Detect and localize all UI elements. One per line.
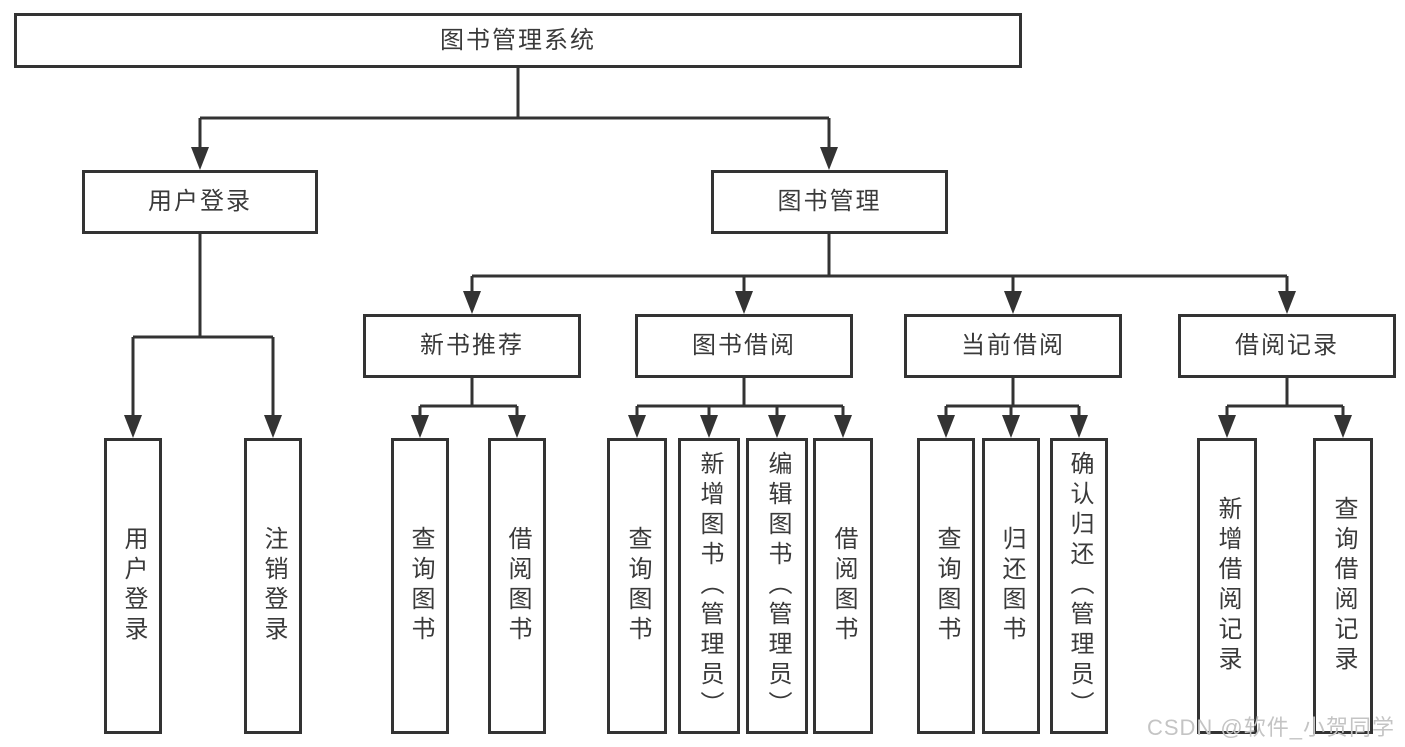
leaf-edit-books-admin: 编辑图书（管理员） <box>746 438 808 734</box>
node-current-borrowing: 当前借阅 <box>904 314 1122 378</box>
node-book-management: 图书管理 <box>711 170 948 234</box>
node-label: 用户登录 <box>148 188 252 215</box>
leaf-confirm-return-admin: 确认归还（管理员） <box>1050 438 1108 734</box>
node-label: 借阅图书 <box>504 526 531 646</box>
node-book-borrowing: 图书借阅 <box>635 314 853 378</box>
csdn-watermark: CSDN @软件_小贺同学 <box>1146 715 1395 740</box>
node-label: 查询图书 <box>933 526 960 646</box>
leaf-query-books-under-current: 查询图书 <box>917 438 975 734</box>
node-label: 图书管理 <box>777 188 882 215</box>
node-label: 图书借阅 <box>692 332 796 359</box>
leaf-query-books-under-recommendation: 查询图书 <box>391 438 449 734</box>
arrowheads <box>124 147 1352 438</box>
leaf-query-borrowing-record: 查询借阅记录 <box>1313 438 1373 734</box>
node-label: 查询图书 <box>624 526 651 646</box>
node-label: 新增借阅记录 <box>1214 496 1241 676</box>
leaf-add-borrowing-record: 新增借阅记录 <box>1197 438 1257 734</box>
leaf-user-login: 用户登录 <box>104 438 162 734</box>
leaf-query-books-under-borrowing: 查询图书 <box>607 438 667 734</box>
node-label: 当前借阅 <box>961 332 1065 359</box>
node-new-book-recommendation: 新书推荐 <box>363 314 581 378</box>
node-label: 归还图书 <box>998 526 1025 646</box>
leaf-borrow-books-under-recommendation: 借阅图书 <box>488 438 546 734</box>
leaf-borrow-books-under-borrowing: 借阅图书 <box>813 438 873 734</box>
node-label: 新书推荐 <box>420 332 524 359</box>
node-label: 借阅记录 <box>1235 332 1339 359</box>
leaf-return-books: 归还图书 <box>982 438 1040 734</box>
node-label: 查询图书 <box>407 526 434 646</box>
leaf-logout: 注销登录 <box>244 438 302 734</box>
node-label: 新增图书（管理员） <box>696 451 723 721</box>
node-label: 确认归还（管理员） <box>1066 451 1093 721</box>
node-user-login: 用户登录 <box>82 170 318 234</box>
node-borrowing-records: 借阅记录 <box>1178 314 1396 378</box>
node-label: 图书管理系统 <box>440 26 596 54</box>
node-label: 用户登录 <box>120 526 147 646</box>
node-label: 借阅图书 <box>830 526 857 646</box>
leaf-add-books-admin: 新增图书（管理员） <box>678 438 740 734</box>
node-label: 注销登录 <box>260 526 287 646</box>
node-label: 编辑图书（管理员） <box>764 451 791 721</box>
node-book-management-system: 图书管理系统 <box>14 13 1022 68</box>
node-label: 查询借阅记录 <box>1330 496 1357 676</box>
